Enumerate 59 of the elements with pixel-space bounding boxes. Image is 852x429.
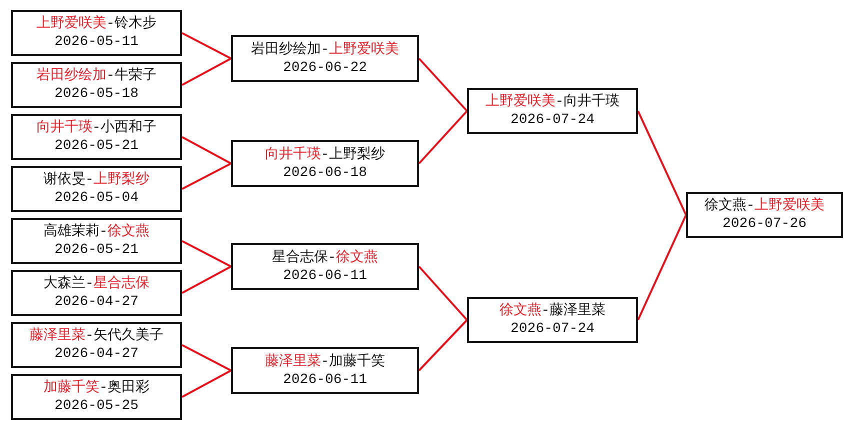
match-date: 2026-05-04 [54, 189, 138, 207]
match-box [11, 218, 182, 264]
match-box [11, 10, 182, 56]
player-names: 谢依旻-上野梨纱 [43, 171, 150, 189]
player-names: 向井千瑛-上野梨纱 [264, 146, 386, 164]
connector-line [182, 32, 232, 60]
player-names: 岩田纱绘加-上野爱咲美 [250, 40, 400, 58]
connector-line [418, 266, 468, 321]
match-date: 2026-05-11 [54, 33, 138, 51]
player-names: 藤泽里菜-加藤千笑 [264, 352, 386, 370]
match-date: 2026-07-24 [510, 111, 594, 129]
connector-line [182, 240, 232, 268]
match-date: 2026-06-11 [282, 370, 367, 388]
player-names: 上野爱咲美-向井千瑛 [485, 93, 620, 111]
player-names: 徐文燕-上野爱咲美 [704, 197, 825, 215]
connector-line [182, 136, 232, 164]
match-box [686, 192, 843, 238]
connector-line [637, 110, 687, 216]
player-names: 加藤千笑-奥田彩 [43, 379, 150, 397]
match-box [231, 140, 419, 187]
connector-line [182, 370, 232, 398]
match-box [231, 35, 419, 82]
match-date: 2026-07-24 [510, 320, 594, 338]
match-date: 2026-06-18 [282, 164, 367, 182]
match-box [231, 347, 419, 394]
player-names: 星合志保-徐文燕 [272, 248, 378, 266]
player-names: 上野爱咲美-铃木步 [36, 15, 157, 33]
match-box [11, 114, 182, 160]
player-names: 高雄茉莉-徐文燕 [43, 223, 150, 241]
match-date: 2026-06-22 [282, 58, 367, 76]
connector-line [182, 266, 232, 294]
connector-line [418, 58, 468, 112]
player-names: 岩田纱绘加-牛荣子 [36, 67, 157, 85]
match-box [231, 243, 419, 290]
match-box [11, 374, 182, 420]
match-box [11, 322, 182, 368]
connector-line [182, 162, 232, 190]
match-box [11, 62, 182, 108]
match-date: 2026-05-25 [54, 397, 138, 415]
match-date: 2026-07-26 [722, 215, 806, 233]
match-date: 2026-05-21 [54, 241, 138, 259]
match-box [11, 166, 182, 212]
player-names: 大森兰-星合志保 [43, 275, 150, 293]
connector-line [418, 319, 468, 372]
player-names: 向井千瑛-小西和子 [36, 119, 157, 137]
match-date: 2026-05-18 [54, 85, 138, 103]
match-date: 2026-05-21 [54, 137, 138, 155]
connector-line [182, 58, 232, 86]
match-box [467, 88, 638, 134]
connector-line [418, 110, 468, 164]
player-names: 藤泽里菜-矢代久美子 [29, 327, 164, 345]
match-box [467, 297, 638, 343]
connector-line [182, 344, 232, 372]
player-names: 徐文燕-藤泽里菜 [499, 302, 606, 320]
match-date: 2026-04-27 [54, 293, 138, 311]
match-box [11, 270, 182, 316]
connector-line [637, 214, 687, 320]
match-date: 2026-04-27 [54, 345, 138, 363]
match-date: 2026-06-11 [282, 266, 367, 284]
